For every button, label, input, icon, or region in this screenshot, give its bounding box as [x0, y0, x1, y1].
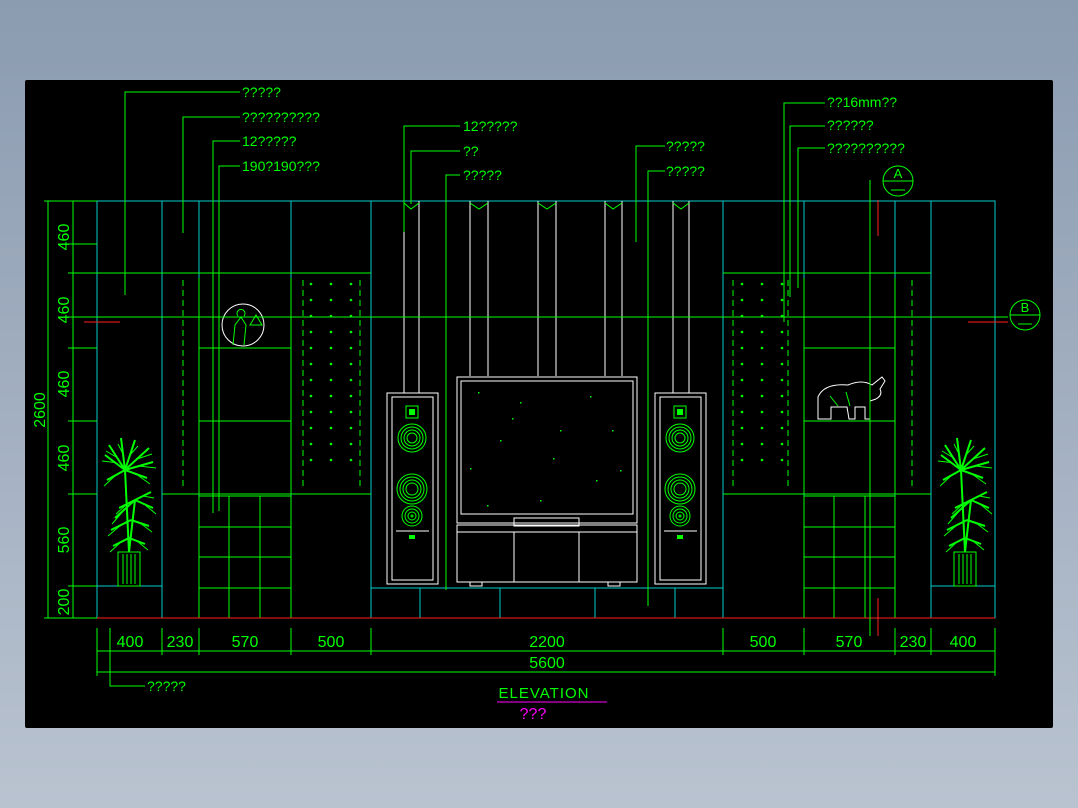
note-right-3: ?????????? [827, 140, 905, 156]
vdim-3: 460 [56, 371, 73, 398]
hdim-1: 400 [117, 634, 144, 651]
drawing-title: ELEVATION [499, 685, 590, 702]
note-left-3: 12????? [242, 133, 297, 149]
note-center-1: 12????? [463, 118, 518, 134]
drawing-subtitle: ??? [520, 706, 547, 723]
horizontal-dimension-lines [96, 628, 996, 676]
decor-dots-left [309, 282, 353, 462]
decor-dots-right [740, 282, 784, 462]
vertical-dimension-lines [44, 200, 162, 619]
hdim-9: 400 [950, 634, 977, 651]
vdim-4: 460 [56, 445, 73, 472]
plant-right [937, 437, 993, 587]
round-ornament [221, 303, 265, 347]
cad-viewport[interactable]: A B ????? ?????????? 12????? 190?190??? … [25, 80, 1053, 728]
hdim-4: 500 [318, 634, 345, 651]
hdim-6: 500 [750, 634, 777, 651]
section-marker-a[interactable] [882, 165, 914, 197]
note-left-4: 190?190??? [242, 158, 320, 174]
note-center-5: ????? [666, 163, 705, 179]
note-left-2: ?????????? [242, 109, 320, 125]
elevation-drawing: A B ????? ?????????? 12????? 190?190??? … [32, 84, 1041, 723]
hdim-2: 230 [167, 634, 194, 651]
note-center-4: ????? [666, 138, 705, 154]
vdim-1: 460 [56, 224, 73, 251]
plant-left [101, 437, 157, 587]
hdim-5: 2200 [529, 634, 565, 651]
leader-lines [109, 91, 825, 687]
section-marker-b-label: B [1021, 300, 1030, 315]
center-pillars [403, 201, 690, 393]
wall-outline [96, 200, 996, 619]
note-right-2: ?????? [827, 117, 874, 133]
note-left-1: ????? [242, 84, 281, 100]
speaker-right [654, 392, 707, 585]
vdim-5: 560 [56, 527, 73, 554]
hdim-overall: 5600 [529, 655, 565, 672]
speaker-left [386, 392, 439, 585]
note-center-2: ?? [463, 143, 479, 159]
note-center-3: ????? [463, 167, 502, 183]
note-right-1: ??16mm?? [827, 94, 897, 110]
hdim-7: 570 [836, 634, 863, 651]
rhino-ornament [817, 376, 886, 420]
note-bottom: ????? [147, 678, 186, 694]
hdim-3: 570 [232, 634, 259, 651]
vdim-overall: 2600 [32, 392, 49, 428]
section-marker-b[interactable] [1009, 299, 1041, 331]
tv [456, 376, 638, 587]
hdim-8: 230 [900, 634, 927, 651]
section-marker-a-label: A [894, 166, 903, 181]
cabinet-lines [162, 272, 931, 619]
vdim-6: 200 [56, 589, 73, 616]
vdim-2: 460 [56, 297, 73, 324]
